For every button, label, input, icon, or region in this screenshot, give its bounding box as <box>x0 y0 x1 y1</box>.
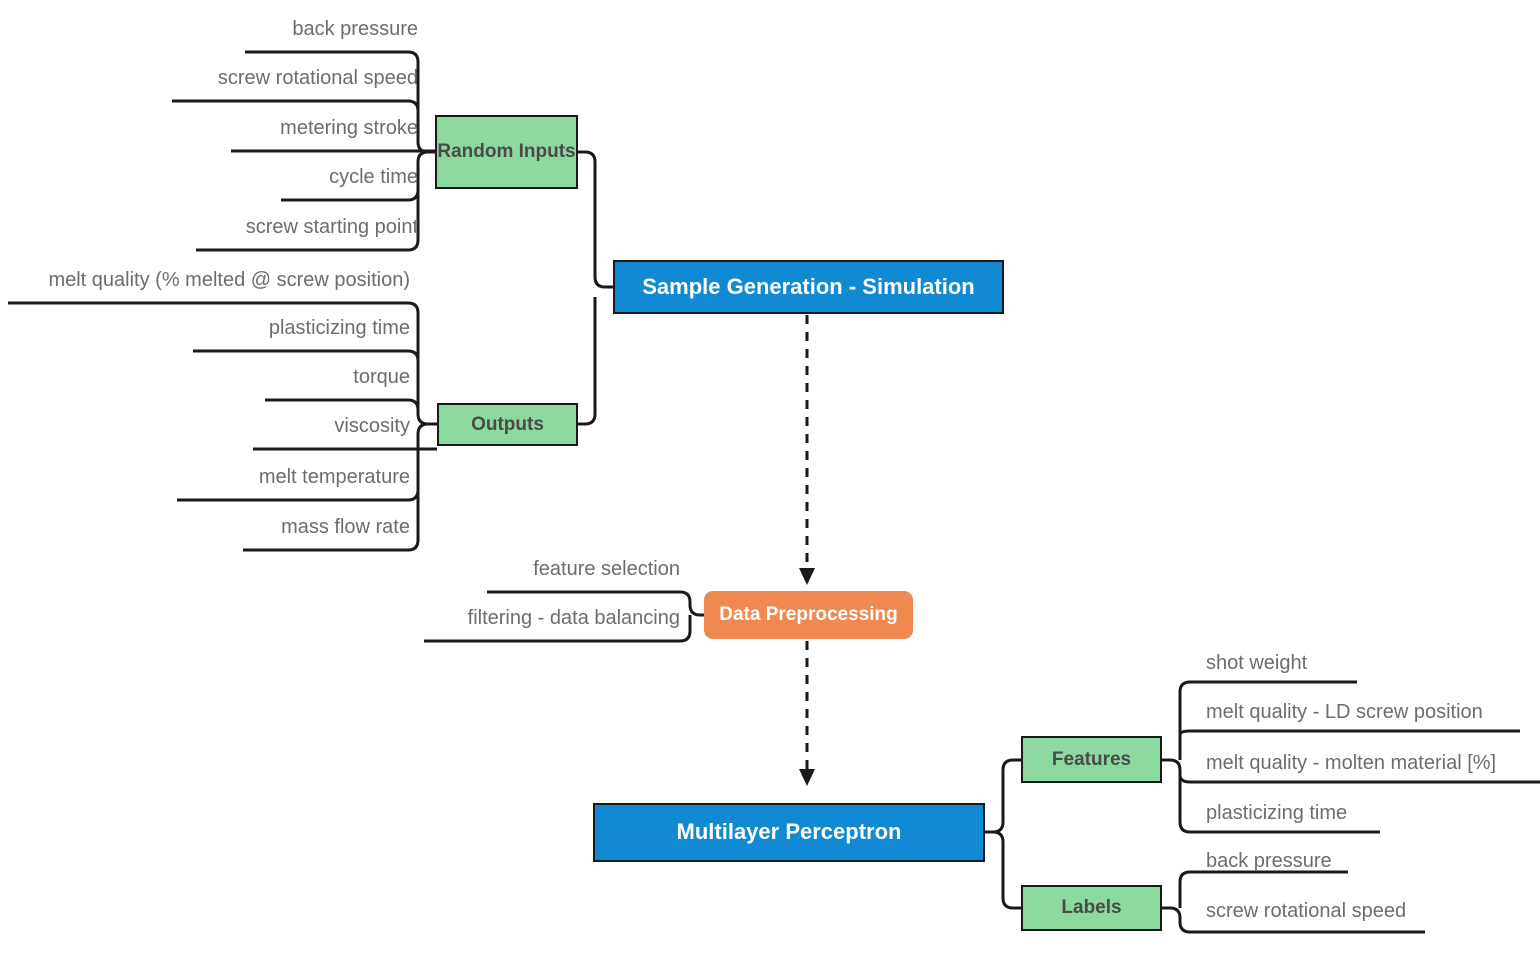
leaf-feature-shot-weight: shot weight <box>1206 652 1308 674</box>
leaf-outputs-torque: torque <box>353 366 410 388</box>
leaf-feature-melt-quality-molten: melt quality - molten material [%] <box>1206 752 1497 774</box>
arrowhead-sample-to-preprocessing <box>799 568 815 585</box>
wire-random-to-sample <box>578 150 613 289</box>
node-multilayer-perceptron[interactable]: Multilayer Perceptron <box>593 803 985 862</box>
node-sample-generation-label: Sample Generation - Simulation <box>642 273 975 299</box>
wire-mlp-to-features <box>985 758 1021 834</box>
leaf-random-metering-stroke: metering stroke <box>280 117 418 139</box>
leaf-feature-plasticizing-time: plasticizing time <box>1206 802 1348 824</box>
leaf-outputs-plasticizing-time: plasticizing time <box>268 317 410 339</box>
node-sample-generation[interactable]: Sample Generation - Simulation <box>613 260 1004 314</box>
leaf-feature-melt-quality-ld: melt quality - LD screw position <box>1206 701 1483 723</box>
node-data-preprocessing[interactable]: Data Preprocessing <box>704 591 913 639</box>
leaf-outputs-melt-quality: melt quality (% melted @ screw position) <box>48 269 410 291</box>
leaf-preprocessing-feature-selection: feature selection <box>533 558 680 580</box>
leaf-random-cycle-time: cycle time <box>329 166 418 188</box>
wire-outputs-torque <box>265 398 420 414</box>
leaf-random-back-pressure: back pressure <box>292 18 418 40</box>
leaf-outputs-mass-flow-rate: mass flow rate <box>281 516 410 538</box>
node-outputs[interactable]: Outputs <box>437 403 578 446</box>
wire-mlp-to-labels <box>985 830 1021 910</box>
node-multilayer-perceptron-label: Multilayer Perceptron <box>676 819 902 845</box>
wire-feature-melt-ld <box>1178 729 1520 740</box>
leaf-random-screw-rotational-speed: screw rotational speed <box>217 67 418 89</box>
leaf-preprocessing-filtering: filtering - data balancing <box>467 607 680 629</box>
node-outputs-label: Outputs <box>471 413 544 435</box>
leaf-outputs-melt-temperature: melt temperature <box>258 466 410 488</box>
node-features[interactable]: Features <box>1021 736 1162 783</box>
node-random-inputs-label: Random Inputs <box>437 141 576 163</box>
arrowhead-preprocessing-to-mlp <box>799 769 815 786</box>
node-labels-label: Labels <box>1061 897 1122 919</box>
node-features-label: Features <box>1051 748 1132 770</box>
leaf-outputs-viscosity: viscosity <box>334 415 410 437</box>
leaf-random-screw-starting-point: screw starting point <box>245 216 418 238</box>
leaf-label-screw-rotational-speed: screw rotational speed <box>1206 900 1407 922</box>
node-random-inputs[interactable]: Random Inputs <box>435 115 578 189</box>
node-data-preprocessing-label: Data Preprocessing <box>719 604 898 626</box>
node-labels[interactable]: Labels <box>1021 885 1162 931</box>
wire-outputs-to-sample <box>578 297 597 426</box>
leaf-label-back-pressure: back pressure <box>1206 850 1332 872</box>
